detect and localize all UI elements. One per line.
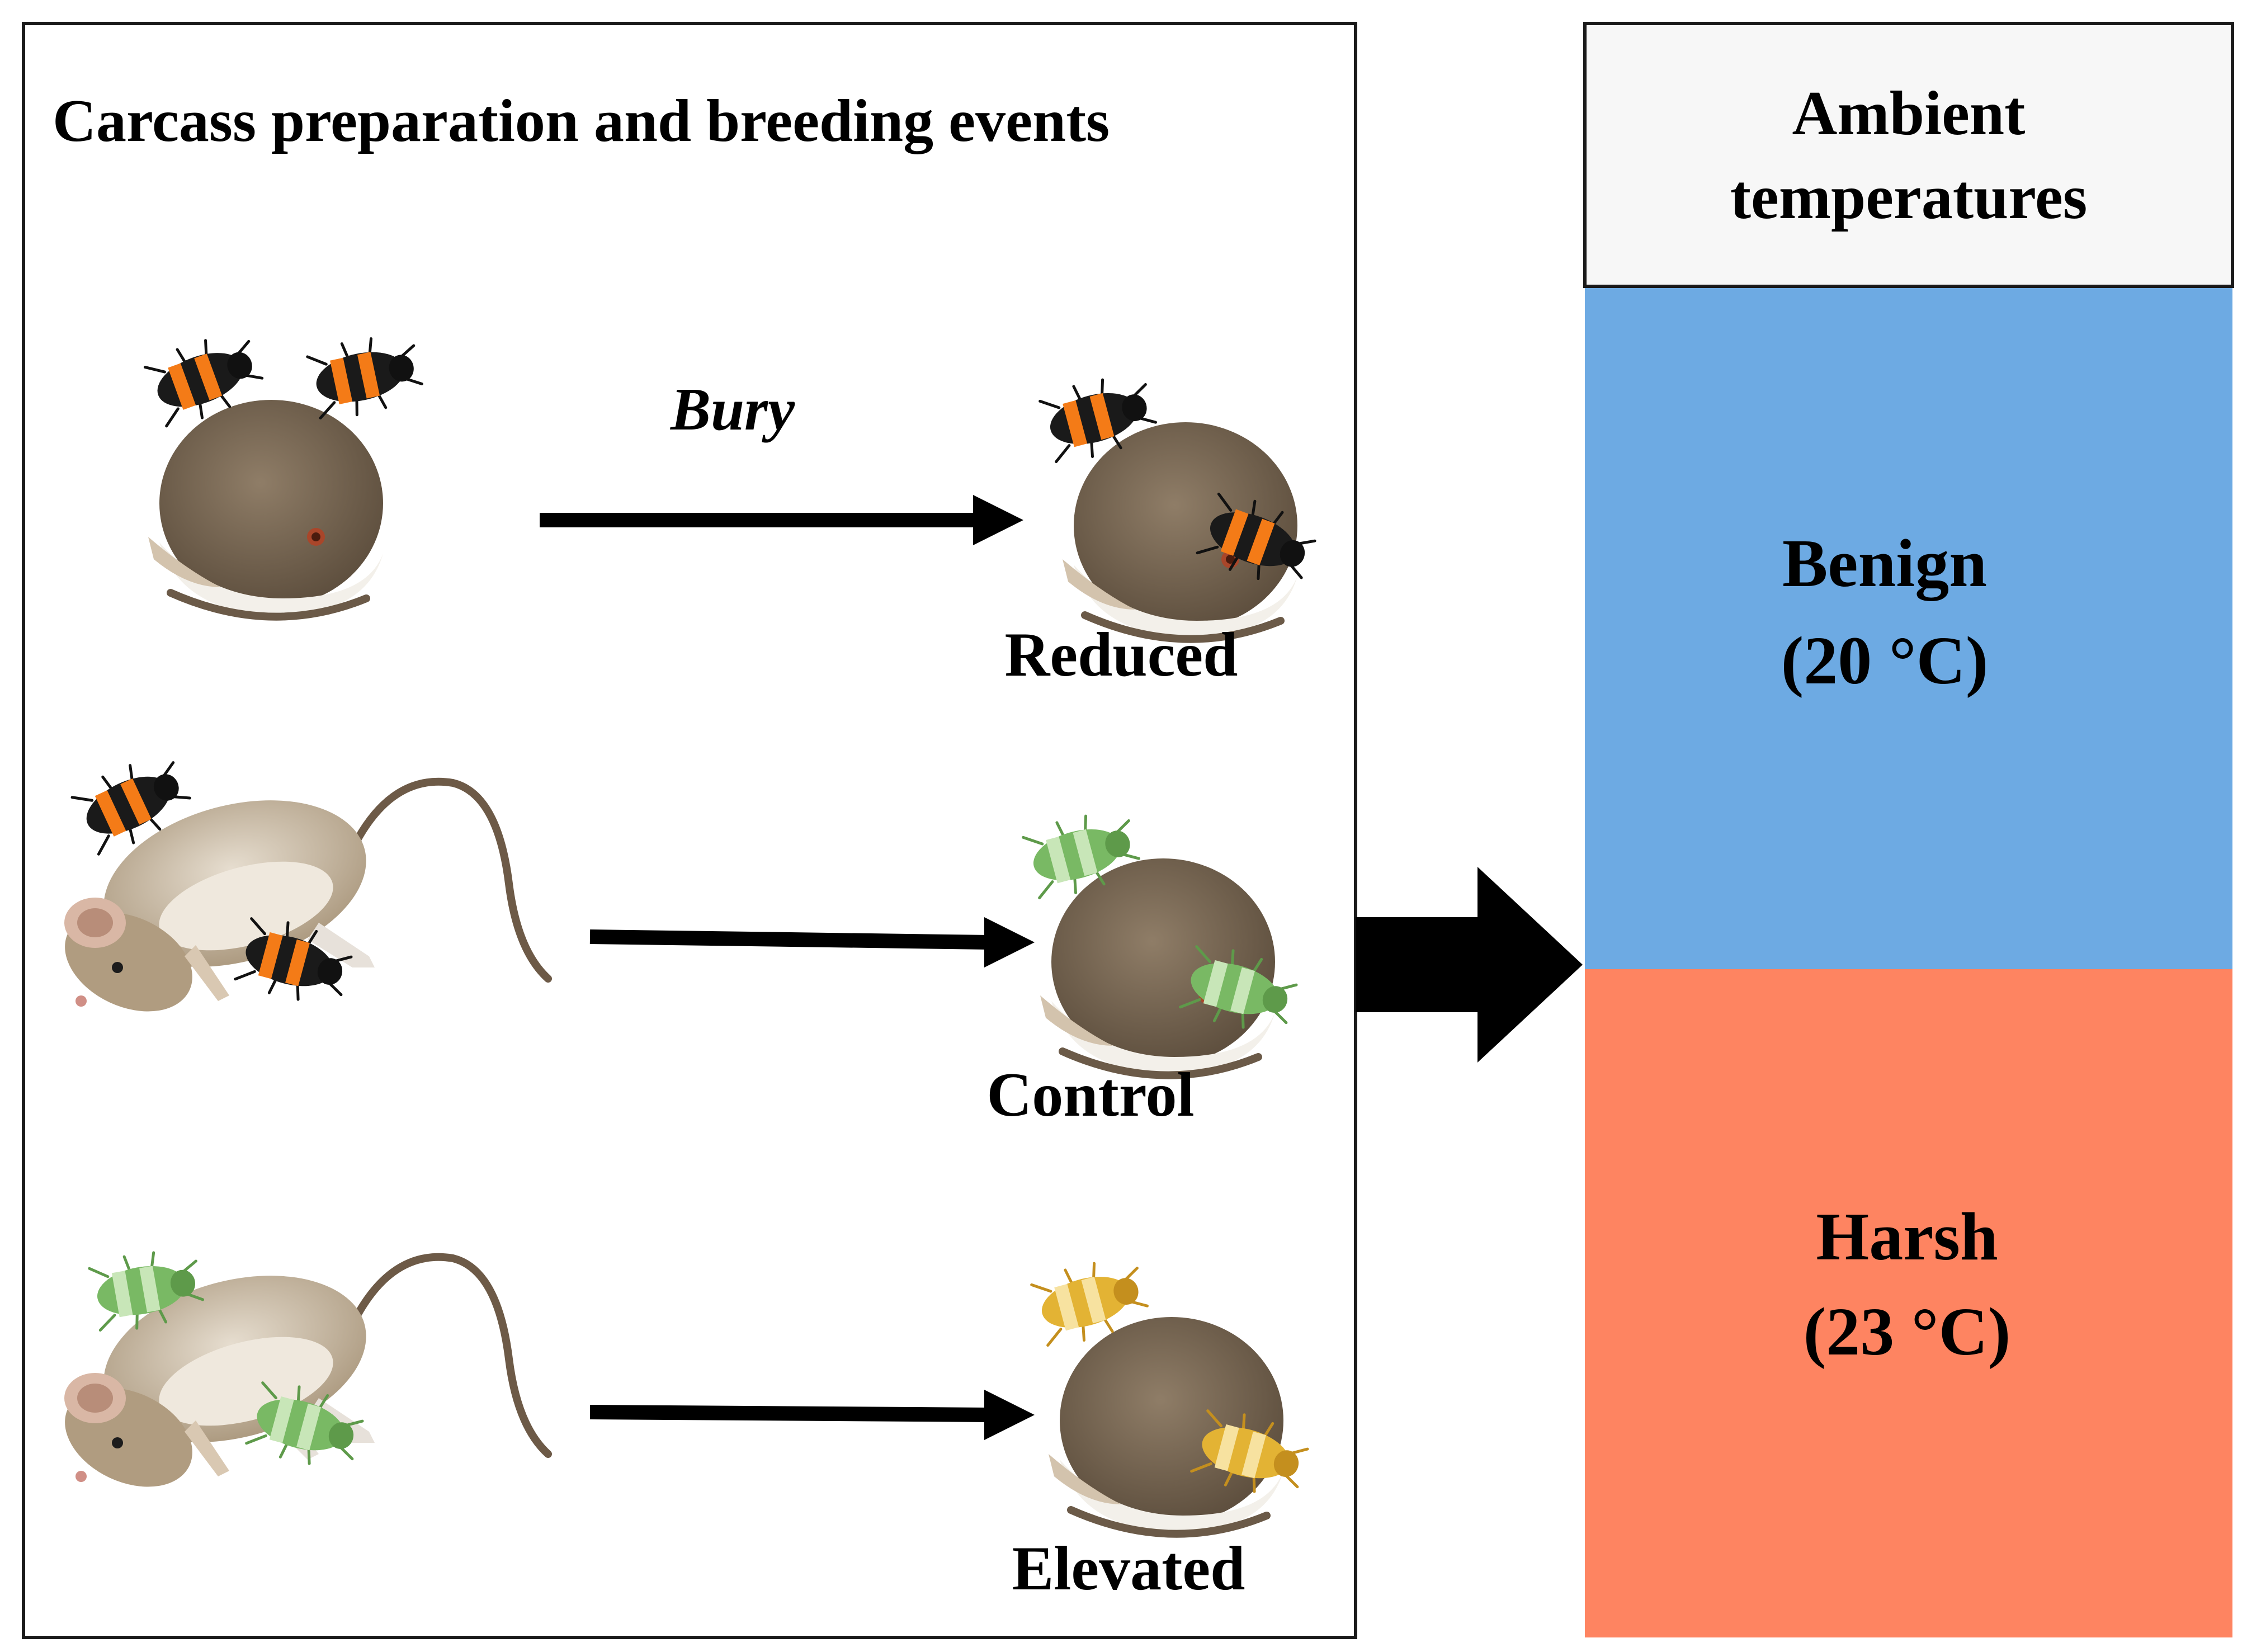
ambient-header-line2: temperatures [1730, 163, 2088, 232]
row-control: Control [49, 747, 1300, 1130]
benign-temperature: (20 °C) [1781, 623, 1989, 698]
ambient-header-line1: Ambient [1792, 79, 2026, 148]
row-label-control: Control [986, 1060, 1194, 1130]
harsh-label: Harsh [1816, 1199, 1998, 1275]
row-label-reduced: Reduced [1005, 620, 1238, 690]
row-elevated: Elevated [49, 1244, 1311, 1603]
harsh-block [1585, 969, 2232, 1637]
right-arrow-icon [589, 1390, 1035, 1440]
right-arrow-icon [540, 495, 1023, 545]
big-right-arrow-icon [1356, 867, 1583, 1063]
breeding-panel-title: Carcass preparation and breeding events [53, 88, 1110, 154]
benign-block [1585, 288, 2232, 969]
ambient-header-box [1583, 22, 2234, 288]
bury-label: Bury [670, 376, 795, 443]
benign-label: Benign [1782, 526, 1987, 601]
right-arrow-icon [589, 917, 1035, 967]
row-reduced: Bury Reduced [143, 325, 1320, 690]
harsh-temperature: (23 °C) [1804, 1294, 2011, 1370]
row-label-elevated: Elevated [1012, 1534, 1245, 1603]
